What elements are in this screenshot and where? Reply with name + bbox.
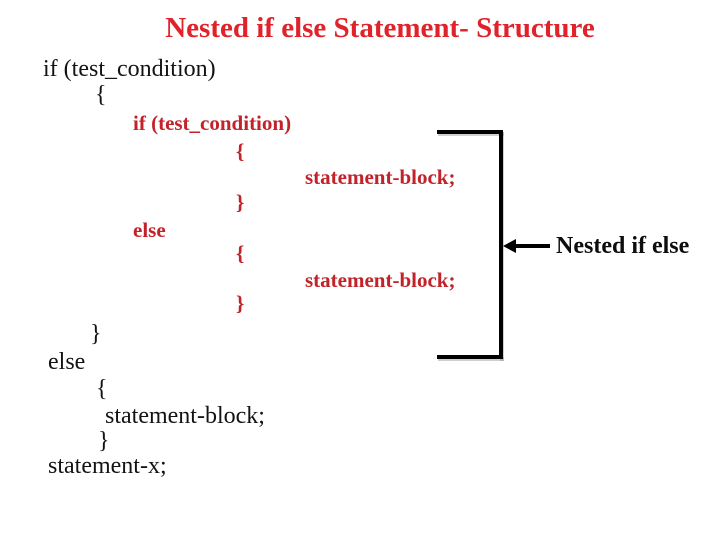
nested-else-open-brace: { xyxy=(236,241,245,265)
outer-if-line: if (test_condition) xyxy=(43,56,216,82)
left-arrow-head-icon xyxy=(503,239,516,253)
nested-if-line: if (test_condition) xyxy=(133,111,292,135)
nested-else-statement-block: statement-block; xyxy=(305,268,456,292)
outer-if-open-brace: { xyxy=(95,82,107,108)
nested-if-statement-block: statement-block; xyxy=(305,165,456,189)
outer-else-close-brace: } xyxy=(98,428,110,454)
nested-else-line: else xyxy=(133,218,166,242)
outer-else-statement-block: statement-block; xyxy=(105,403,265,429)
outer-else-open-brace: { xyxy=(96,376,108,402)
nested-else-close-brace: } xyxy=(236,291,245,315)
outer-if-close-brace: } xyxy=(90,321,102,347)
bracket-vertical-line xyxy=(499,130,503,359)
slide-title: Nested if else Statement- Structure xyxy=(165,12,595,44)
left-arrow-shaft xyxy=(514,244,550,248)
bracket-bottom-line xyxy=(437,355,503,359)
nested-if-close-brace: } xyxy=(236,190,245,214)
outer-else-line: else xyxy=(48,349,86,375)
nested-if-open-brace: { xyxy=(236,139,245,163)
statement-x-line: statement-x; xyxy=(48,453,167,479)
nested-if-else-label: Nested if else xyxy=(556,233,690,259)
bracket-top-line xyxy=(437,130,503,134)
